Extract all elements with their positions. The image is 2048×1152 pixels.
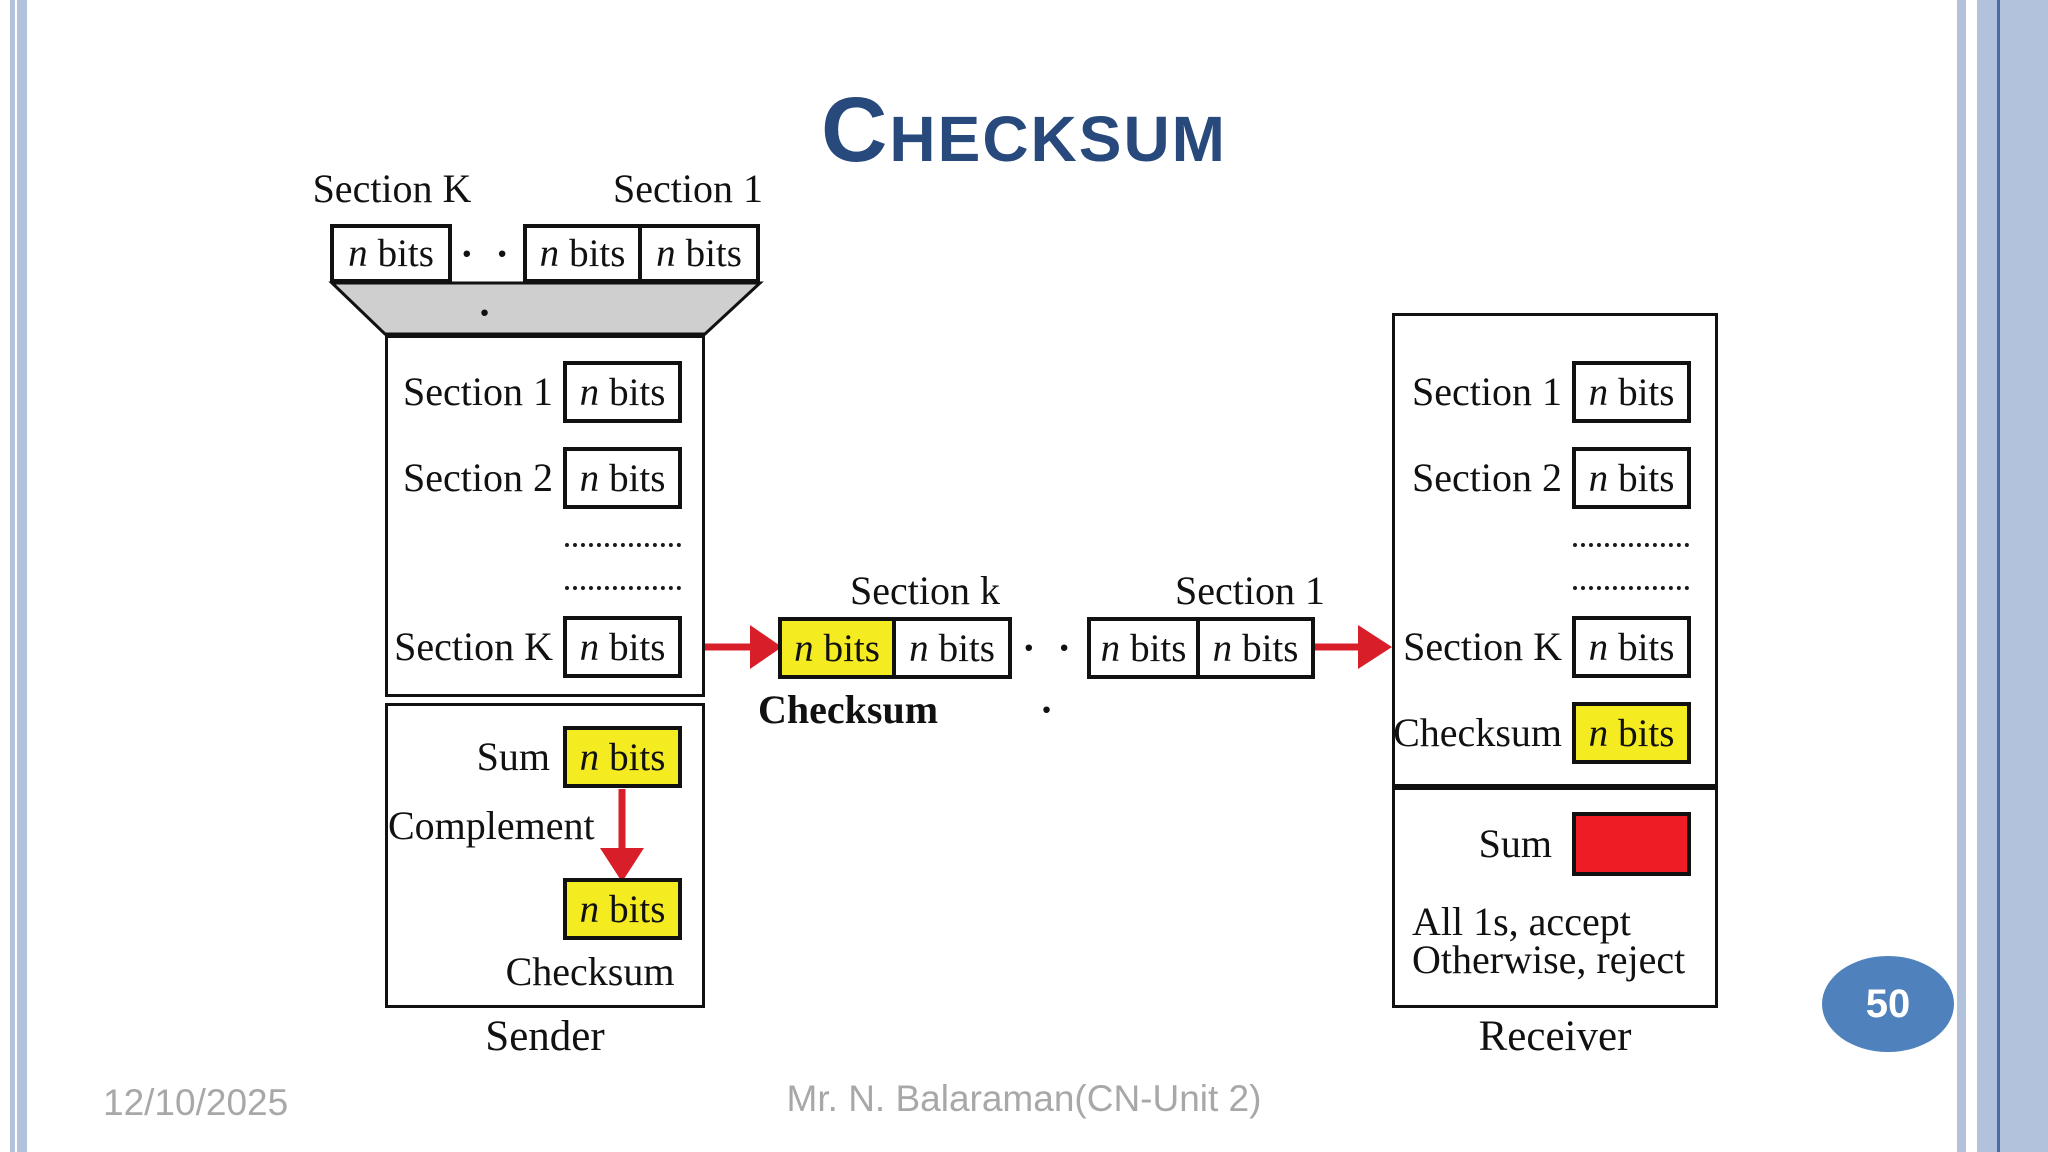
bits-text: bits (1618, 711, 1675, 755)
receiver-accept-line: All 1s, accept (1412, 899, 1631, 944)
sender-sum-label: Sum (476, 734, 550, 779)
sender-section-2-label: Section 2 (403, 455, 553, 500)
n-italic: n (656, 232, 676, 275)
receiver-caption: Receiver (1478, 1013, 1632, 1060)
bits-text: bits (609, 887, 666, 931)
transit-ellipsis: · · · (1022, 625, 1077, 732)
transit-section-1-label: Section 1 (1175, 568, 1325, 613)
footer-credit: Mr. N. Balaraman(CN-Unit 2) (786, 1078, 1262, 1119)
receiver-dotted-rule-2 (1573, 586, 1689, 590)
receiver-section-2-label: Section 2 (1412, 455, 1562, 500)
sender-dotted-rule-2 (565, 586, 681, 590)
n-italic: n (579, 456, 600, 500)
n-italic: n (579, 625, 600, 669)
bits-text: bits (569, 232, 626, 275)
bits-text: bits (1618, 370, 1675, 414)
receiver-lower-box (1392, 787, 1718, 1008)
bits-text: bits (1618, 456, 1675, 500)
bits-text: bits (609, 735, 666, 779)
n-italic: n (1588, 456, 1609, 500)
n-italic: n (1588, 370, 1609, 414)
left-edge-wide-bar (17, 0, 27, 1152)
receiver-section-k-label: Section K (1403, 624, 1562, 669)
n-italic: n (1588, 711, 1609, 755)
receiver-dotted-rule-1 (1573, 543, 1689, 547)
bits-text: bits (1618, 625, 1675, 669)
bits-text: bits (685, 232, 742, 275)
transit-checksum-label: Checksum (758, 687, 939, 732)
n-italic: n (1588, 625, 1609, 669)
bits-text: bits (1130, 626, 1187, 670)
right-edge-thin-bar (1957, 0, 1966, 1152)
sender-checksum-label: Checksum (505, 949, 675, 994)
n-italic: n (909, 626, 929, 670)
sender-section-1-label: Section 1 (403, 369, 553, 414)
n-italic: n (579, 370, 600, 414)
funnel-trapezoid (328, 281, 764, 336)
receiver-reject-line: Otherwise, reject (1412, 937, 1686, 982)
sender-upper-box (385, 335, 705, 697)
page-number-badge: 50 (1822, 956, 1954, 1052)
right-edge-accent-line (1997, 0, 2000, 1152)
sender-section-k-label: Section K (394, 624, 553, 669)
n-italic: n (579, 887, 600, 931)
top-ellipsis: · · · (460, 231, 515, 335)
receiver-section-1-label: Section 1 (1412, 369, 1562, 414)
receiver-sum-redbox (1572, 812, 1691, 876)
bits-text: bits (609, 370, 666, 414)
sender-dotted-rule-1 (565, 543, 681, 547)
sender-complement-label: Complement (388, 803, 595, 848)
n-italic: n (348, 232, 368, 275)
sender-lower-box (385, 703, 705, 1008)
footer-date: 12/10/2025 (103, 1082, 289, 1123)
receiver-upper-box (1392, 313, 1718, 787)
arrowhead-sender-to-transit (750, 625, 782, 669)
bits-text: bits (609, 625, 666, 669)
page-number: 50 (1865, 981, 1911, 1026)
bits-text: bits (938, 626, 995, 670)
top-section-k-label: Section K (312, 166, 472, 211)
receiver-sum-label: Sum (1478, 821, 1552, 866)
arrowhead-transit-to-receiver (1358, 625, 1392, 669)
n-italic: n (539, 232, 560, 275)
n-italic: n (794, 626, 814, 670)
bits-text: bits (377, 232, 434, 275)
right-edge-panel (1977, 0, 2048, 1152)
n-italic: n (1100, 626, 1121, 670)
sender-caption: Sender (485, 1013, 605, 1060)
top-section-1-label: Section 1 (613, 166, 763, 211)
arrowhead-sum-to-checksum (600, 848, 644, 882)
receiver-checksum-label: Checksum (1393, 710, 1562, 755)
transit-section-k-label: Section k (850, 568, 1000, 613)
n-italic: n (579, 735, 600, 779)
bits-text: bits (823, 626, 880, 670)
bits-text: bits (1242, 626, 1299, 670)
left-edge-thin-bar (10, 0, 15, 1152)
n-italic: n (1212, 626, 1233, 670)
bits-text: bits (609, 456, 666, 500)
slide-title: Checksum (820, 78, 1227, 181)
